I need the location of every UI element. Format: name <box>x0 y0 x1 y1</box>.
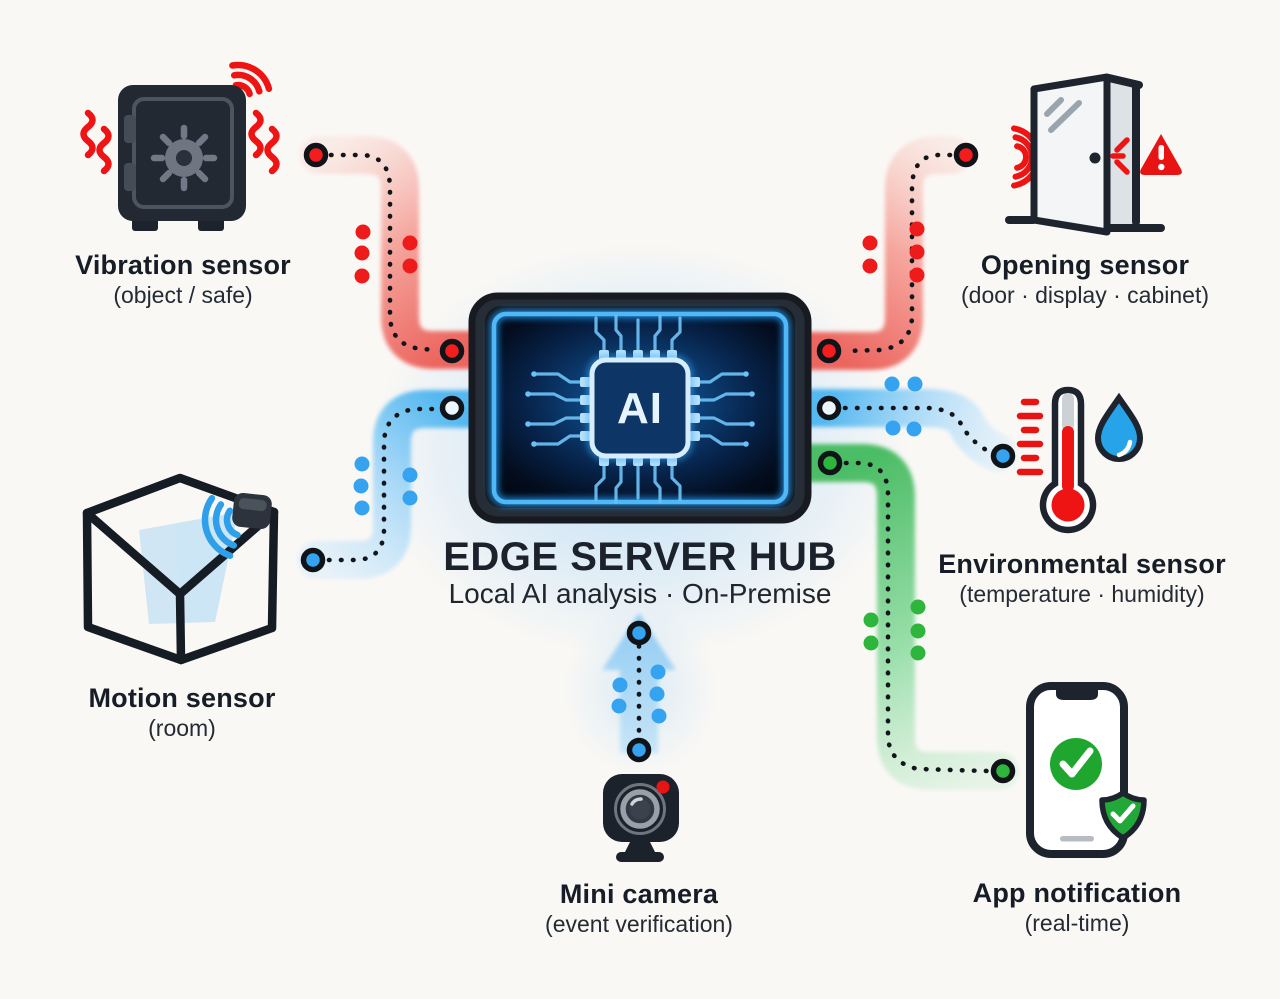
vibration-sensor-sublabel: (object / safe) <box>113 282 253 308</box>
ai-chip <box>589 357 691 459</box>
thermometer-droplet-icon <box>1016 386 1144 534</box>
app-notification-label: App notification <box>972 878 1182 908</box>
security-shield-badge <box>1099 790 1147 841</box>
edge-server-hub: AI <box>468 292 812 524</box>
mini-camera-sublabel: (event verification) <box>545 911 733 937</box>
opening-sensor-sublabel: (door · display · cabinet) <box>961 282 1209 308</box>
opening-sensor-label: Opening sensor <box>980 250 1190 280</box>
ai-chip-label: AI <box>617 384 663 433</box>
mini-camera-label: Mini camera <box>559 879 719 909</box>
environmental-sensor-label: Environmental sensor <box>938 549 1226 579</box>
mini-camera-icon <box>603 774 679 862</box>
success-check-badge <box>1050 738 1102 790</box>
smartphone-check-icon <box>1026 682 1147 858</box>
motion-sensor-block <box>75 472 290 677</box>
opening-sensor-block <box>985 60 1195 240</box>
environment-band <box>787 389 1017 472</box>
connection-nodes <box>300 142 1016 784</box>
motion-band <box>297 390 489 579</box>
vibration-dotted-line <box>328 152 440 353</box>
door-opening-icon <box>1005 73 1182 236</box>
environment-dotted-line <box>842 405 991 454</box>
app-notification-block <box>1020 678 1155 868</box>
safe-vibration-icon <box>80 61 280 231</box>
motion-dotted-line <box>326 406 439 563</box>
motion-sensor-sublabel: (room) <box>148 715 216 741</box>
door-leaf <box>1030 73 1111 236</box>
vibration-band <box>299 136 489 369</box>
motion-sensor-label: Motion sensor <box>88 683 276 713</box>
opening-dotted-line <box>842 152 953 354</box>
circuit-trace-terminals <box>525 371 755 447</box>
humidity-droplet <box>1094 392 1144 462</box>
app-notification-sublabel: (real-time) <box>1024 910 1130 936</box>
hub-subtitle: Local AI analysis · On-Premise <box>448 578 832 609</box>
app-dotted-line <box>843 460 990 774</box>
opening-band <box>787 136 971 370</box>
vibration-sensor-label: Vibration sensor <box>75 250 291 280</box>
environmental-sensor-block <box>1010 382 1160 537</box>
hub-title: EDGE SERVER HUB <box>443 535 837 579</box>
camera-record-led <box>656 780 670 794</box>
motion-cube-icon <box>82 473 279 665</box>
circuit-traces <box>528 314 752 504</box>
vibration-sensor-block <box>70 55 290 240</box>
safe-dial <box>150 124 218 192</box>
environmental-sensor-sublabel: (temperature · humidity) <box>959 581 1205 607</box>
data-dots <box>353 221 926 724</box>
motion-detector <box>232 492 272 530</box>
warning-triangle-icon <box>1140 134 1182 175</box>
mini-camera-block <box>596 770 686 865</box>
app-band <box>793 444 1019 790</box>
